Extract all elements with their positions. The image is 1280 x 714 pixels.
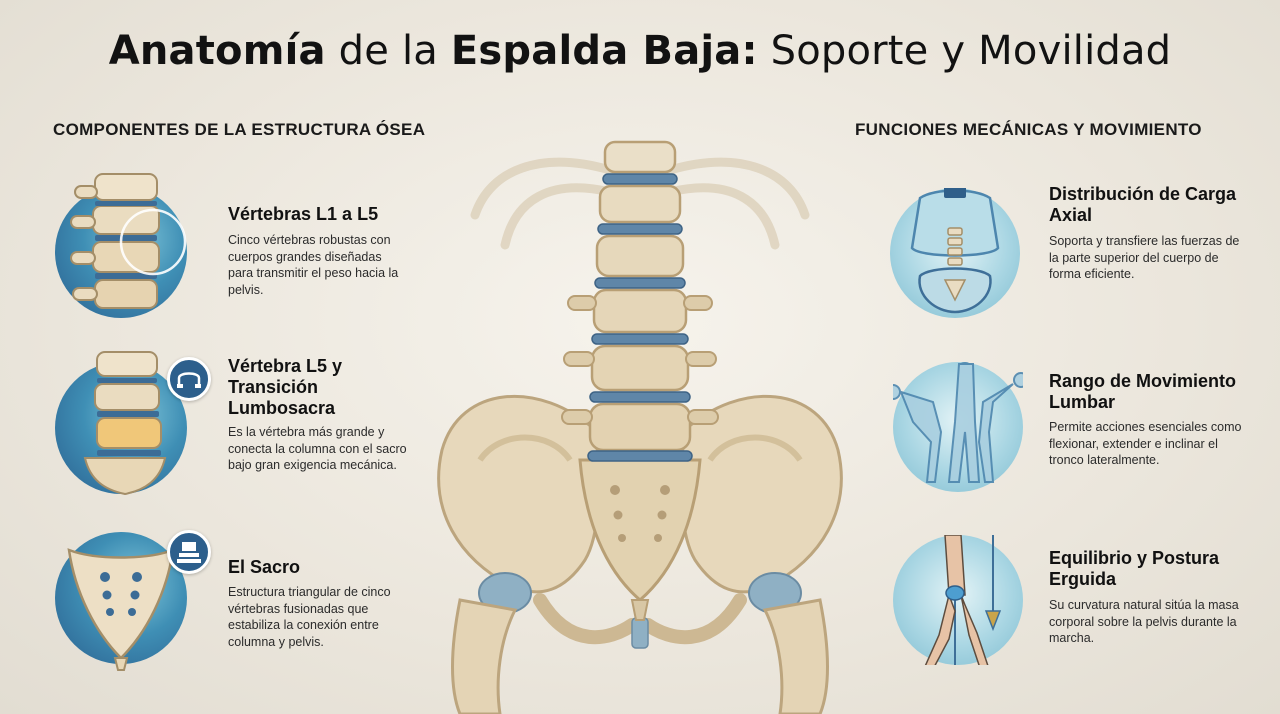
sacrum-badge-pedestal-icon bbox=[167, 530, 211, 574]
l5-transition-icon bbox=[83, 351, 167, 496]
item-desc-lumbar-vertebrae: Cinco vértebras robustas con cuerpos gra… bbox=[228, 233, 399, 297]
sacrum-medal bbox=[55, 532, 187, 671]
vertebral-column-icon bbox=[561, 140, 719, 462]
l5-transition-medal bbox=[55, 351, 187, 496]
pelvis-icon bbox=[437, 394, 843, 714]
page-title: Anatomía de la Espalda Baja: Soporte y M… bbox=[0, 28, 1280, 74]
title-part-subtitle: Soporte y Movilidad bbox=[757, 28, 1172, 74]
axial-load-medal bbox=[890, 175, 1020, 318]
l5-badge-arch-icon bbox=[167, 357, 211, 401]
lumbar-motion-medal bbox=[885, 345, 1029, 492]
item-title-axial-load: Distribución de Carga Axial bbox=[1049, 184, 1237, 225]
item-title-lumbar-vertebrae: Vértebras L1 a L5 bbox=[228, 204, 379, 224]
posture-balance-icon bbox=[921, 515, 1002, 675]
posture-balance-medal bbox=[893, 515, 1023, 675]
lumbar-spine-pelvis-illustration bbox=[437, 140, 843, 714]
right-section-heading: FUNCIONES MECÁNICAS Y MOVIMIENTO bbox=[855, 120, 1202, 139]
item-title-posture-balance: Equilibrio y Postura Erguida bbox=[1049, 548, 1220, 589]
item-title-l5-transition: Vértebra L5 y Transición Lumbosacra bbox=[228, 356, 343, 418]
lumbar-motion-icon bbox=[885, 345, 1029, 483]
left-section-heading: COMPONENTES DE LA ESTRUCTURA ÓSEA bbox=[53, 120, 426, 139]
item-desc-sacrum: Estructura triangular de cinco vértebras… bbox=[228, 585, 391, 649]
lumbar-vertebrae-medal bbox=[55, 173, 187, 318]
sacrum-bone-icon bbox=[578, 458, 702, 621]
sacrum-icon bbox=[67, 548, 175, 671]
ribs-icon bbox=[470, 157, 810, 250]
title-part-connector: de la bbox=[325, 28, 451, 74]
item-desc-lumbar-motion: Permite acciones esenciales como flexion… bbox=[1049, 420, 1242, 467]
item-title-lumbar-motion: Rango de Movimiento Lumbar bbox=[1049, 371, 1237, 412]
title-part-anatomia: Anatomía bbox=[108, 28, 326, 74]
item-title-sacrum: El Sacro bbox=[228, 557, 301, 577]
title-part-espalda: Espalda Baja: bbox=[450, 28, 758, 74]
axial-load-icon bbox=[910, 175, 1000, 314]
item-desc-l5-transition: Es la vértebra más grande y conecta la c… bbox=[228, 425, 407, 472]
item-desc-axial-load: Soporta y transfiere las fuerzas de la p… bbox=[1049, 234, 1240, 281]
lumbar-vertebrae-icon bbox=[70, 173, 187, 309]
item-desc-posture-balance: Su curvatura natural sitúa la masa corpo… bbox=[1049, 598, 1239, 645]
